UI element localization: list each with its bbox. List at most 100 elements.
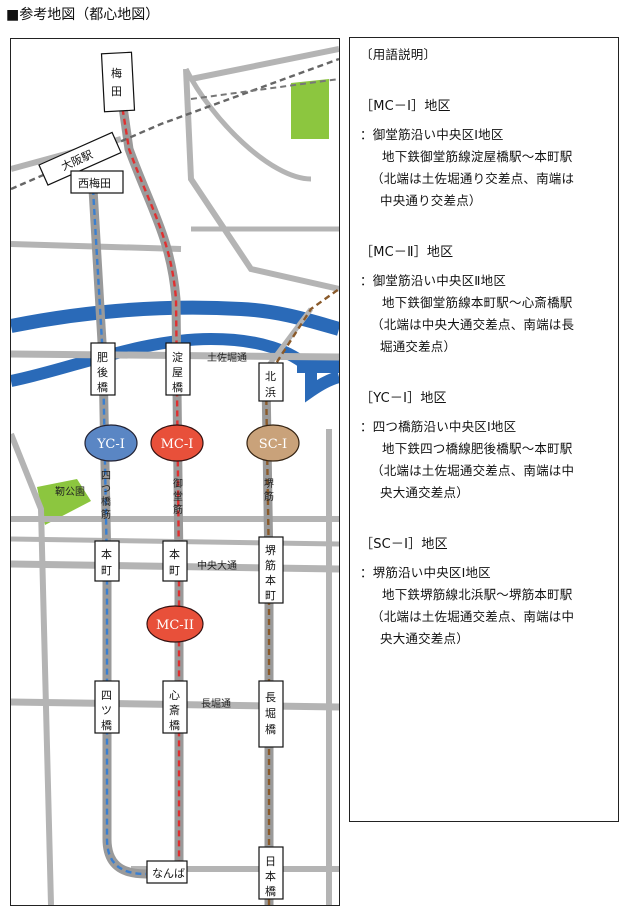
legend-line: （北端は中央大通交差点、南端は長: [371, 317, 575, 332]
station-yodoyabashi-char-2: 屋: [172, 366, 183, 379]
station-kitahama-box: [258, 362, 284, 402]
station-namba-box: [146, 860, 188, 884]
station-shinsaibashi-char-1: 心: [169, 689, 180, 702]
legend-line: 地下鉄四つ橋線肥後橋駅～本町駅: [382, 441, 573, 456]
station-kitahama-char-2: 浜: [265, 386, 276, 399]
district-mc1: MC-I: [150, 424, 204, 462]
legend-line: 地下鉄堺筋線北浜駅～堺筋本町駅: [382, 587, 573, 602]
legend-block-title: ［YC－Ⅰ］地区: [360, 391, 447, 406]
station-honmachi-yc-char-1: 本: [101, 547, 112, 561]
legend-block-title: ［SC－Ⅰ］地区: [360, 537, 448, 552]
legend-line: 中央通り交差点）: [380, 193, 482, 208]
legend-block-yc: ［YC－Ⅰ］地区 ：四つ橋筋沿い中央区Ⅰ地区 地下鉄四つ橋線肥後橋駅～本町駅 （…: [360, 388, 614, 504]
park-label-utsubo: 靭公園: [55, 485, 85, 498]
road-label-nagahori: 長堀通: [201, 698, 231, 710]
park-utsubo: [37, 479, 91, 525]
district-sc-label: SC-I: [259, 437, 287, 452]
legend-header: 〔用語説明〕: [360, 47, 437, 62]
station-higobashi-char-3: 橋: [97, 380, 108, 394]
road-label-yotsubashisuji-c3: 橋: [101, 495, 111, 508]
road-label-sakaisuji-c2: 筋: [264, 490, 274, 503]
river-lower-split: [297, 359, 339, 373]
station-kitahama-char-1: 北: [265, 370, 276, 383]
station-honmachi-mc-char-2: 町: [169, 564, 180, 577]
legend-line: ：堺筋沿い中央区Ⅰ地区: [360, 565, 491, 580]
station-namba-label: なんば: [152, 867, 185, 880]
legend-line: ：御堂筋沿い中央区Ⅰ地区: [360, 127, 504, 142]
legend-line: 央大通交差点）: [380, 485, 469, 500]
station-osaka-box: [38, 131, 122, 186]
station-honmachi-mc-box: [162, 540, 188, 582]
legend-line: （北端は土佐堀通交差点、南端は中: [371, 463, 575, 478]
station-higobashi-box: [90, 342, 116, 396]
legend-line: （北端は土佐堀通り交差点、南端は: [371, 171, 575, 186]
district-sc: SC-I: [246, 424, 300, 462]
station-nagahoribashi-char-2: 堀: [265, 707, 276, 720]
legend-block-title: ［MC－Ⅱ］地区: [360, 245, 454, 260]
station-yotsubashi-char-1: 四: [101, 689, 112, 702]
legend-line: ：御堂筋沿い中央区Ⅱ地区: [360, 273, 507, 288]
station-sakaisuji-honmachi-char-4: 町: [265, 589, 276, 602]
station-nipponbashi-box: [258, 846, 284, 900]
legend-line: （北端は土佐堀通交差点、南端は中: [371, 609, 575, 624]
road-label-midosuji-c3: 筋: [173, 503, 183, 516]
legend-line: 央大通交差点）: [380, 631, 469, 646]
road-label-yotsubashisuji-c2: つ: [101, 484, 111, 495]
station-honmachi-yc-box: [94, 540, 120, 582]
legend-line: 堀通交差点）: [380, 339, 457, 354]
station-nagahoribashi-char-3: 橋: [265, 722, 276, 736]
road-label-yotsubashisuji-c4: 筋: [101, 508, 111, 521]
page-title: ■参考地図（都心地図）: [6, 7, 160, 23]
station-shinsaibashi-char-2: 斎: [169, 703, 180, 717]
map-canvas: 梅 田 大阪駅 西梅田 肥 後 橋 淀 屋 橋 北 浜 本 町 本 町: [11, 46, 339, 905]
station-honmachi-mc-char-1: 本: [169, 547, 180, 561]
station-nagahoribashi-box: [258, 680, 284, 748]
road-label-midosuji-c2: 堂: [173, 491, 183, 503]
station-nishiumeda-box: [70, 170, 124, 194]
station-higobashi-char-1: 肥: [97, 351, 108, 364]
station-umeda-box: [100, 51, 136, 113]
district-mc1-label: MC-I: [161, 437, 194, 452]
subway-midosuji: [119, 98, 181, 869]
district-yc: YC-I: [84, 424, 138, 462]
district-mc2-label: MC-II: [156, 618, 194, 633]
subway-sakaisuji-north: [264, 288, 339, 380]
station-yotsubashi-char-2: ツ: [101, 704, 112, 717]
road-label-yotsubashisuji-c1: 四: [101, 471, 111, 482]
station-sakaisuji-honmachi-char-2: 筋: [265, 558, 276, 572]
station-nipponbashi-char-3: 橋: [265, 884, 276, 898]
station-yodoyabashi-char-3: 橋: [172, 380, 183, 394]
map: 梅 田 大阪駅 西梅田 肥 後 橋 淀 屋 橋 北 浜 本 町 本 町: [10, 38, 340, 906]
legend-panel: 〔用語説明〕 ［MC－Ⅰ］地区 ：御堂筋沿い中央区Ⅰ地区 地下鉄御堂筋線淀屋橋駅…: [349, 37, 619, 822]
avenue-yotsubashisuji: [88, 184, 151, 879]
station-umeda-char-2: 田: [111, 85, 122, 98]
road-label-tosabori: 土佐堀通: [207, 351, 247, 364]
road-label-midosuji-c1: 御: [173, 477, 183, 490]
station-nagahoribashi-char-1: 長: [265, 691, 276, 704]
station-nipponbashi-char-1: 日: [265, 855, 276, 868]
station-yotsubashi-char-3: 橋: [101, 718, 112, 732]
station-yodoyabashi-box: [165, 342, 191, 396]
station-sakaisuji-honmachi-char-1: 堺: [265, 544, 276, 557]
station-higobashi-char-2: 後: [97, 365, 108, 379]
road-north-east: [183, 68, 339, 292]
station-nishiumeda-label: 西梅田: [78, 176, 111, 190]
station-umeda-char-1: 梅: [111, 66, 122, 80]
subway-yotsubashi: [91, 188, 147, 876]
station-yotsubashi-box: [94, 680, 120, 734]
station-sakaisuji-honmachi-char-3: 本: [265, 573, 276, 587]
legend-block-mc2: ［MC－Ⅱ］地区 ：御堂筋沿い中央区Ⅱ地区 地下鉄御堂筋線本町駅～心斎橋駅 （北…: [360, 242, 614, 358]
station-shinsaibashi-char-3: 橋: [169, 718, 180, 732]
road-label-chuo: 中央大通: [197, 559, 237, 572]
district-mc2: MC-II: [146, 605, 204, 643]
legend-block-mc1: ［MC－Ⅰ］地区 ：御堂筋沿い中央区Ⅰ地区 地下鉄御堂筋線淀屋橋駅～本町駅 （北…: [360, 96, 614, 212]
legend-line: 地下鉄御堂筋線淀屋橋駅～本町駅: [382, 149, 573, 164]
station-nipponbashi-char-2: 本: [265, 869, 276, 883]
legend-block-title: ［MC－Ⅰ］地区: [360, 99, 451, 114]
station-shinsaibashi-box: [162, 680, 188, 734]
road-north-curve: [183, 67, 312, 182]
river-south: [11, 332, 339, 403]
road-label-sakaisuji-c1: 堺: [264, 478, 274, 490]
district-yc-label: YC-I: [96, 437, 125, 452]
road-top-diagonal-2: [190, 46, 339, 82]
